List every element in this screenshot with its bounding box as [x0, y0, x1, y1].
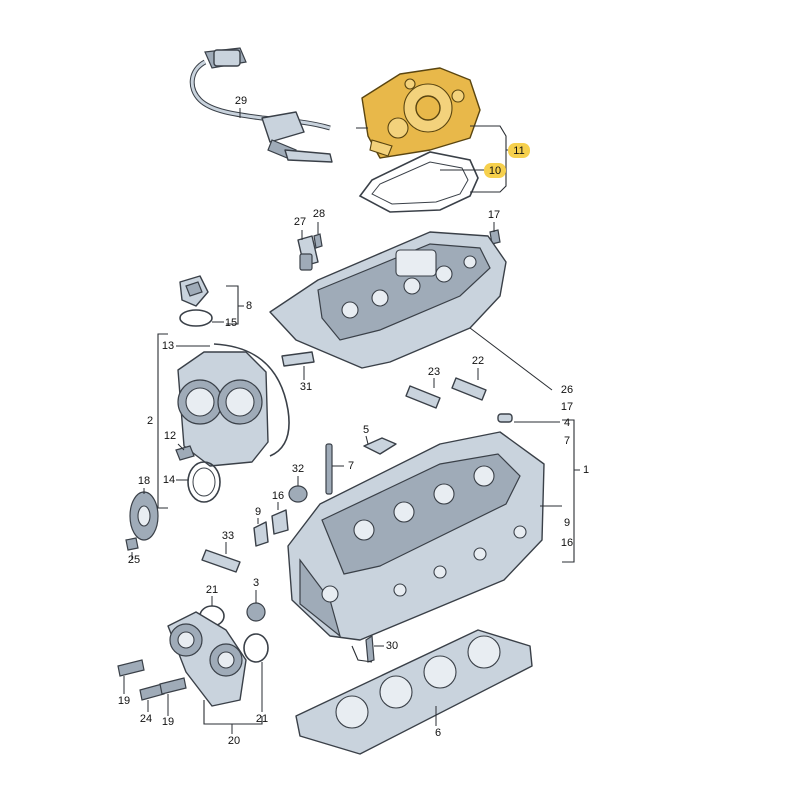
- vacuum-pump-part: [356, 67, 481, 159]
- callout-10: 10: [489, 165, 501, 177]
- adjuster-bolts-part: [117, 659, 187, 701]
- cylinder-head-cover-part: [269, 231, 507, 369]
- head-gasket-part: [295, 629, 533, 755]
- callout-33: 33: [222, 530, 234, 542]
- oil-filler-cap-part: [179, 275, 213, 327]
- small-pin-part: [497, 413, 513, 423]
- camshaft-adjuster-part: [167, 611, 247, 707]
- leader-lines: [123, 125, 580, 734]
- callout-9-right: 9: [564, 517, 570, 529]
- callout-9-left: 9: [255, 506, 261, 518]
- callout-6: 6: [435, 727, 441, 739]
- callout-13: 13: [162, 340, 174, 352]
- callout-14: 14: [163, 474, 175, 486]
- cylinder-head-part: [287, 431, 545, 641]
- callout-19-left: 19: [118, 695, 130, 707]
- callout-21-bottom: 21: [256, 713, 268, 725]
- callout-11-highlight: [508, 143, 530, 158]
- callout-15: 15: [225, 317, 237, 329]
- callout-26: 26: [561, 384, 573, 396]
- small-bolt-part: [125, 537, 139, 551]
- callout-25: 25: [128, 554, 140, 566]
- callout-27: 27: [294, 216, 306, 228]
- callout-30: 30: [386, 640, 398, 652]
- sensor-part: [297, 233, 323, 271]
- timing-cover-part: [177, 343, 290, 467]
- sprocket-part: [129, 491, 159, 541]
- callout-17-top: 17: [488, 209, 500, 221]
- cover-bolt-part: [175, 445, 195, 461]
- callout-7-right: 7: [564, 435, 570, 447]
- callout-4: 4: [564, 417, 570, 429]
- pump-gasket-part: [358, 151, 479, 213]
- pin-part: [281, 351, 315, 367]
- callout-5: 5: [363, 424, 369, 436]
- callout-17-right: 17: [561, 401, 573, 413]
- callout-8: 8: [246, 300, 252, 312]
- callout-20: 20: [228, 735, 240, 747]
- callout-16-right: 16: [561, 537, 573, 549]
- plug-part: [253, 485, 308, 547]
- bracket-part: [325, 437, 397, 495]
- callout-7-mid: 7: [348, 460, 354, 472]
- callout-21-top: 21: [206, 584, 218, 596]
- callout-12: 12: [164, 430, 176, 442]
- callout-19-right: 19: [162, 716, 174, 728]
- guide-pins-part: [405, 377, 487, 409]
- callout-24: 24: [140, 713, 152, 725]
- callout-28: 28: [313, 208, 325, 220]
- callout-3: 3: [253, 577, 259, 589]
- cap-part: [246, 602, 266, 622]
- callout-18: 18: [138, 475, 150, 487]
- callout-31: 31: [300, 381, 312, 393]
- vacuum-pipe-part: [189, 47, 333, 163]
- callout-16-left: 16: [272, 490, 284, 502]
- callout-10-highlight: [484, 163, 506, 178]
- callout-29: 29: [235, 95, 247, 107]
- callout-22: 22: [472, 355, 484, 367]
- long-pin-part: [201, 549, 241, 573]
- callout-32: 32: [292, 463, 304, 475]
- seal-ring-part: [187, 461, 221, 503]
- callout-11: 11: [513, 145, 524, 157]
- head-bolt-part: [365, 634, 375, 663]
- callout-2: 2: [147, 415, 153, 427]
- callout-23: 23: [428, 366, 440, 378]
- callout-labels: 29 11 10 27 28 17 8 15 13 31 22 23 26 17…: [118, 95, 589, 747]
- callout-1: 1: [583, 464, 589, 476]
